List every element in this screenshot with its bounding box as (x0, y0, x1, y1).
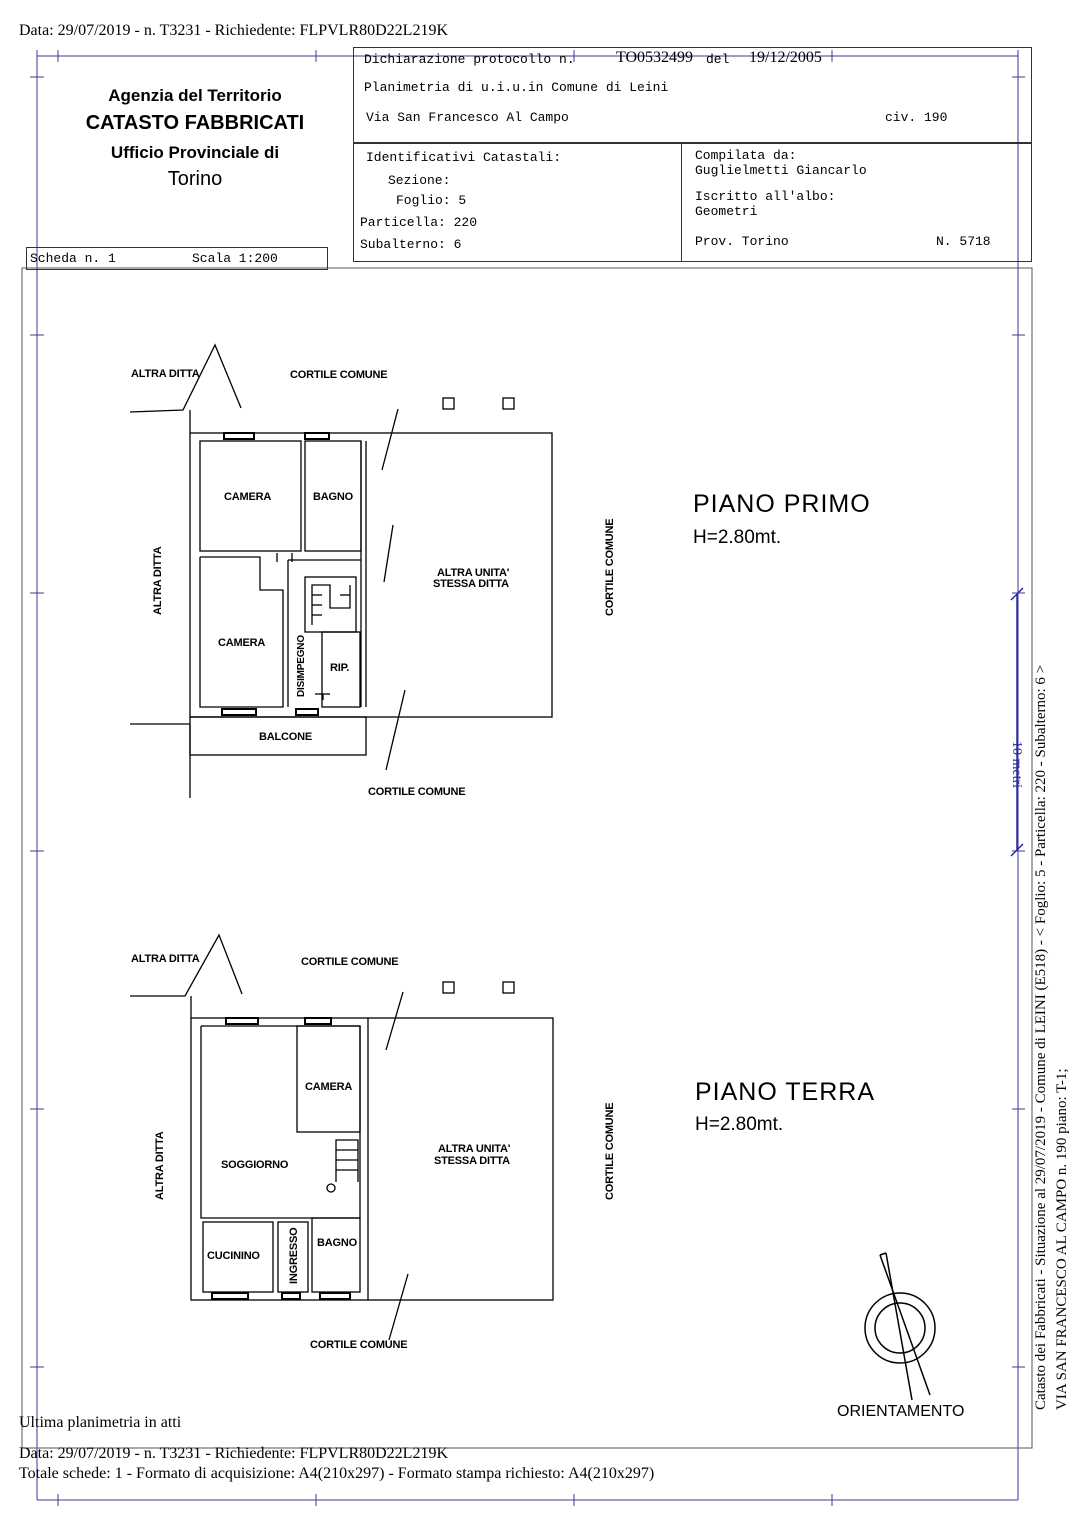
scale-bar-label: 10 metri (1009, 741, 1024, 789)
declaration-comune: Planimetria di u.i.u.in Comune di Leini (364, 80, 669, 95)
compiler-name: Guglielmetti Giancarlo (695, 163, 867, 178)
agency-city: Torino (167, 168, 223, 190)
declaration-del: del (706, 52, 730, 67)
side-address-info: VIA SAN FRANCESCO AL CAMPO n. 190 piano:… (1054, 1068, 1070, 1410)
terra-stessa-ditta: STESSA DITTA (434, 1155, 510, 1167)
orientation-label: ORIENTAMENTO (837, 1403, 965, 1420)
identifier-sezione: Sezione: (388, 173, 451, 188)
top-header-line: Data: 29/07/2019 - n. T3231 - Richiedent… (19, 22, 448, 39)
piano-terra-title: PIANO TERRA (695, 1078, 876, 1106)
primo-camera-2: CAMERA (218, 637, 266, 649)
footer-request-line: Data: 29/07/2019 - n. T3231 - Richiedent… (19, 1445, 448, 1462)
compiler-label: Compilata da: (695, 148, 797, 163)
terra-altra-unita: ALTRA UNITA' (438, 1143, 511, 1155)
primo-altra-unita: ALTRA UNITA' (437, 567, 510, 579)
piano-terra-height: H=2.80mt. (695, 1114, 784, 1135)
footer-format-line: Totale schede: 1 - Formato di acquisizio… (19, 1465, 655, 1482)
declaration-date: 19/12/2005 (749, 49, 822, 66)
primo-rip: RIP. (330, 662, 350, 674)
agency-office: Ufficio Provinciale di (110, 143, 280, 162)
terra-camera: CAMERA (305, 1081, 353, 1093)
declaration-box (353, 47, 1032, 143)
terra-altra-ditta-top: ALTRA DITTA (131, 953, 200, 965)
piano-primo-title: PIANO PRIMO (693, 490, 871, 518)
primo-balcone: BALCONE (259, 731, 312, 743)
primo-camera-1: CAMERA (224, 491, 272, 503)
primo-altra-ditta-top: ALTRA DITTA (131, 368, 200, 380)
albo-label: Iscritto all'albo: (695, 189, 836, 204)
terra-ingresso: INGRESSO (288, 1227, 300, 1284)
terra-bagno: BAGNO (317, 1237, 357, 1249)
identifier-subalterno: Subalterno: 6 (360, 237, 462, 252)
protocol-number: TO0532499 (616, 49, 694, 66)
terra-soggiorno: SOGGIORNO (221, 1159, 289, 1171)
compass-icon (864, 1252, 936, 1401)
declaration-civ: civ. 190 (885, 110, 948, 125)
compiler-box (681, 143, 1032, 262)
identifier-particella: Particella: 220 (360, 215, 478, 230)
primo-cortile-bottom: CORTILE COMUNE (368, 786, 466, 798)
terra-cortile-bottom: CORTILE COMUNE (310, 1339, 408, 1351)
terra-altra-ditta-left: ALTRA DITTA (154, 1131, 166, 1200)
agency-name: Agenzia del Territorio (108, 86, 282, 105)
side-cadastral-info: Catasto dei Fabbricati - Situazione al 2… (1033, 664, 1049, 1410)
terra-cortile-right: CORTILE COMUNE (604, 1102, 616, 1200)
primo-cortile-top: CORTILE COMUNE (290, 369, 388, 381)
scheda-scale: Scala 1:200 (192, 251, 278, 266)
piano-primo-height: H=2.80mt. (693, 527, 782, 548)
declaration-prefix: Dichiarazione protocollo n. (364, 52, 575, 67)
terra-cortile-top: CORTILE COMUNE (301, 956, 399, 968)
albo-value: Geometri (695, 204, 758, 219)
identifier-foglio: Foglio: 5 (396, 193, 467, 208)
last-plan-note: Ultima planimetria in atti (19, 1414, 182, 1431)
scheda-box (26, 247, 328, 270)
primo-stessa-ditta: STESSA DITTA (433, 578, 509, 590)
compiler-province: Prov. Torino (695, 234, 789, 249)
terra-cucinino: CUCININO (207, 1250, 260, 1262)
compiler-number: N. 5718 (936, 234, 991, 249)
agency-catasto: CATASTO FABBRICATI (85, 112, 305, 134)
scheda-number: Scheda n. 1 (30, 251, 116, 266)
identifiers-title: Identificativi Catastali: (366, 150, 562, 165)
declaration-address: Via San Francesco Al Campo (366, 110, 569, 125)
primo-bagno: BAGNO (313, 491, 353, 503)
